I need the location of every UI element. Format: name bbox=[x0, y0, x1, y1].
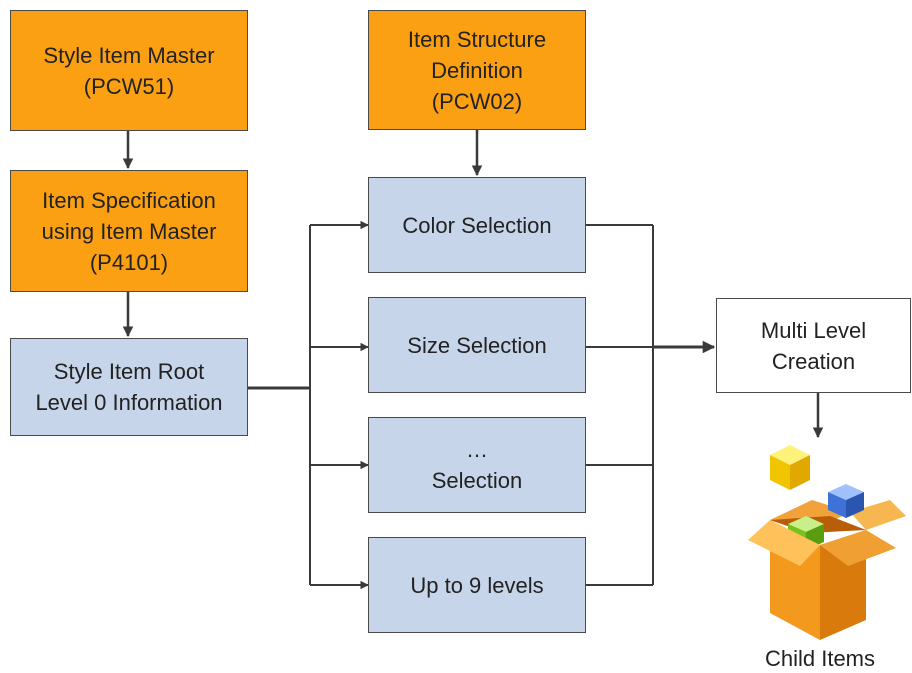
item-specification-line1: Item Specification bbox=[42, 187, 216, 213]
child-items-label: Child Items bbox=[764, 646, 876, 671]
style-item-master-box: Style Item Master (PCW51) bbox=[10, 10, 248, 131]
multi-level-creation-line1: Multi Level bbox=[760, 317, 867, 343]
item-structure-definition-box: Item Structure Definition (PCW02) bbox=[368, 10, 586, 130]
item-structure-code: (PCW02) bbox=[431, 88, 523, 114]
style-item-master-title: Style Item Master bbox=[43, 42, 215, 68]
ellipsis-selection-box: … Selection bbox=[368, 417, 586, 513]
color-selection-label: Color Selection bbox=[402, 212, 552, 238]
style-item-master-code: (PCW51) bbox=[83, 73, 175, 99]
item-specification-box: Item Specification using Item Master (P4… bbox=[10, 170, 248, 292]
item-specification-line2: using Item Master bbox=[41, 218, 217, 244]
ellipsis-selection-ellipsis: … bbox=[466, 437, 488, 462]
style-item-root-line2: Level 0 Information bbox=[35, 390, 223, 415]
up-to-9-levels-label: Up to 9 levels bbox=[410, 572, 544, 598]
size-selection-label: Size Selection bbox=[407, 332, 547, 358]
size-selection-box: Size Selection bbox=[368, 297, 586, 393]
ellipsis-selection-label: Selection bbox=[431, 468, 523, 493]
item-structure-line1: Item Structure bbox=[407, 26, 547, 52]
multi-level-creation-line2: Creation bbox=[771, 348, 856, 374]
color-selection-box: Color Selection bbox=[368, 177, 586, 273]
style-item-root-line1: Style Item Root bbox=[53, 359, 205, 384]
style-item-root-box: Style Item Root Level 0 Information bbox=[10, 338, 248, 436]
up-to-9-levels-box: Up to 9 levels bbox=[368, 537, 586, 633]
multi-level-creation-box: Multi Level Creation bbox=[716, 298, 911, 393]
item-structure-line2: Definition bbox=[431, 57, 523, 83]
item-specification-code: (P4101) bbox=[89, 249, 169, 275]
open-box-with-cubes-icon bbox=[748, 445, 906, 640]
